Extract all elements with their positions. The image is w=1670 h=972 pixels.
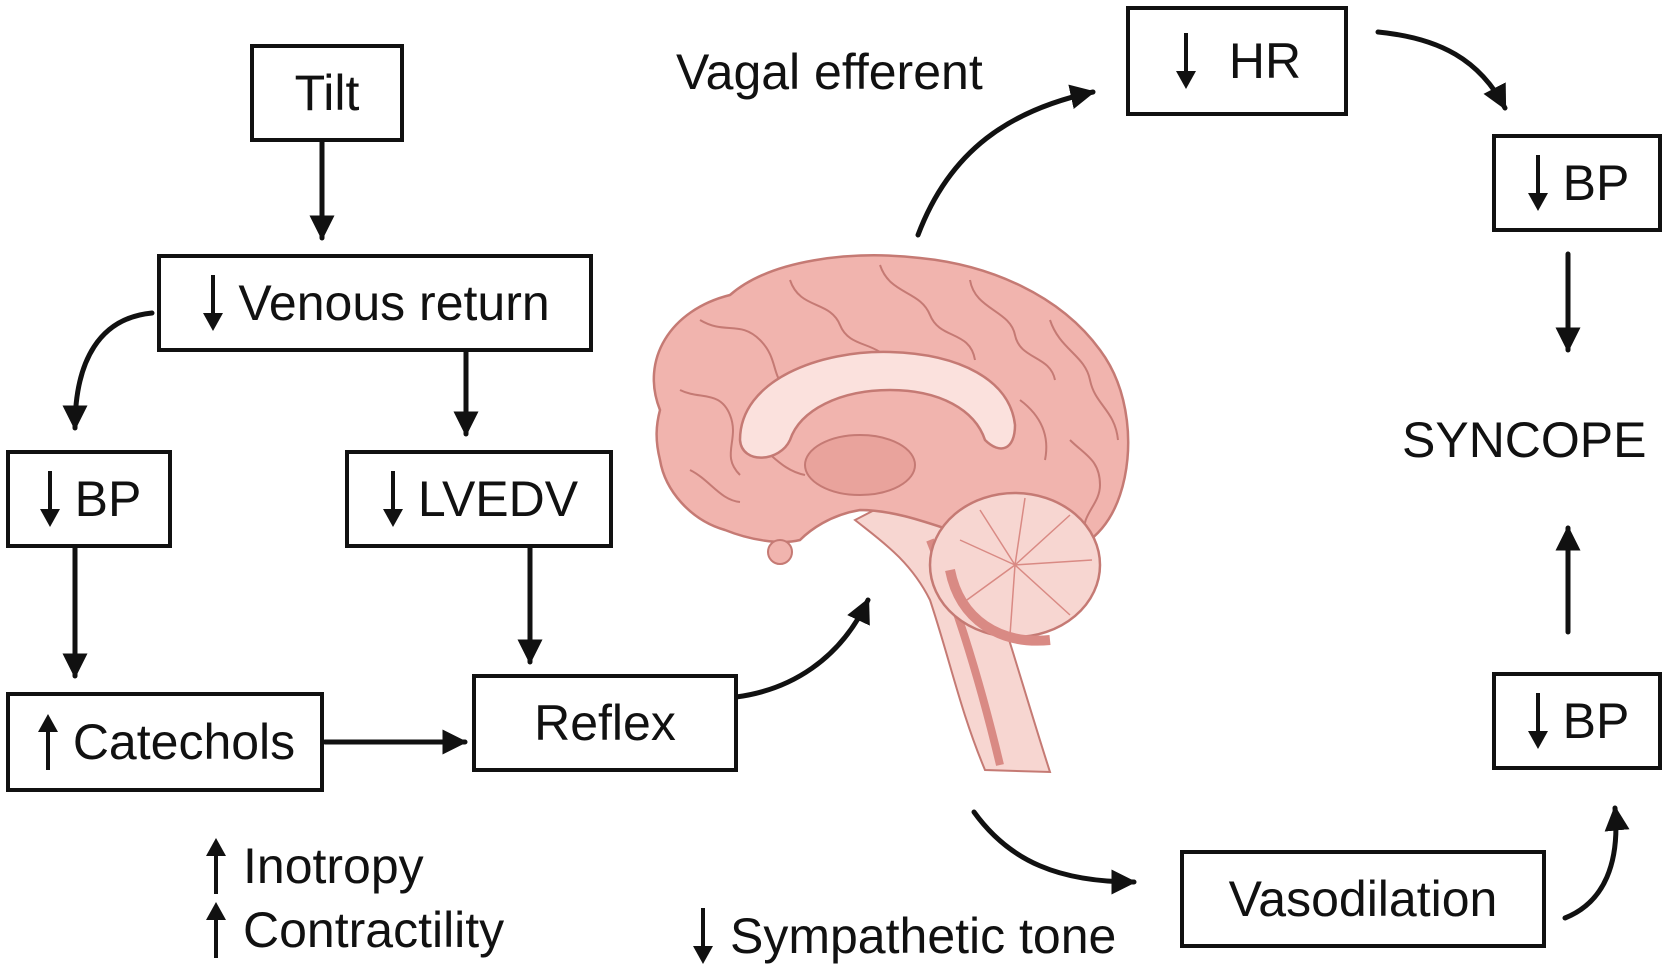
tilt-label: Tilt <box>294 65 360 121</box>
bp-left-box: BP <box>6 450 172 548</box>
arrow-brain-to-hr <box>915 84 1096 238</box>
down-arrow-icon <box>690 906 716 966</box>
bp-bottom-right-label: BP <box>1562 693 1630 749</box>
bp-left-label: BP <box>74 471 142 527</box>
down-arrow-icon <box>37 469 63 529</box>
down-arrow-icon <box>1525 153 1551 213</box>
arrow-vasodilation-to-bp <box>1562 805 1630 921</box>
up-arrow-icon <box>203 900 229 960</box>
catechols-label: Catechols <box>72 714 296 770</box>
tilt-box: Tilt <box>250 44 404 142</box>
venous-return-box: Venous return <box>157 254 593 352</box>
bp-top-right-box: BP <box>1492 134 1662 232</box>
inotropy-label: Inotropy <box>203 836 424 896</box>
brain-sagittal-illustration <box>652 254 1130 774</box>
hr-label: HR <box>1228 33 1302 89</box>
hr-box: HR <box>1126 6 1348 116</box>
down-arrow-icon <box>1173 31 1199 91</box>
venous-return-label: Venous return <box>238 275 550 331</box>
lvedv-label: LVEDV <box>417 471 579 527</box>
catechols-box: Catechols <box>6 692 324 792</box>
sympathetic-tone-label: Sympathetic tone <box>690 906 1116 966</box>
reflex-box: Reflex <box>472 674 738 772</box>
arrow-reflex-to-brain <box>733 597 871 700</box>
arrow-hr-to-bp <box>1375 29 1508 111</box>
down-arrow-icon <box>200 273 226 333</box>
contractility-label: Contractility <box>203 900 504 960</box>
reflex-label: Reflex <box>534 695 676 751</box>
down-arrow-icon <box>380 469 406 529</box>
arrow-brain-to-vasodilation <box>971 809 1137 895</box>
lvedv-box: LVEDV <box>345 450 613 548</box>
arrow-venous-return-to-bp <box>62 310 155 431</box>
up-arrow-icon <box>203 836 229 896</box>
vasodilation-box: Vasodilation <box>1180 850 1546 948</box>
bp-top-right-label: BP <box>1562 155 1630 211</box>
vagal-efferent-label: Vagal efferent <box>676 44 983 100</box>
syncope-label: SYNCOPE <box>1402 412 1647 468</box>
bp-bottom-right-box: BP <box>1492 672 1662 770</box>
vasodilation-label: Vasodilation <box>1228 871 1498 927</box>
up-arrow-icon <box>35 712 61 772</box>
down-arrow-icon <box>1525 691 1551 751</box>
